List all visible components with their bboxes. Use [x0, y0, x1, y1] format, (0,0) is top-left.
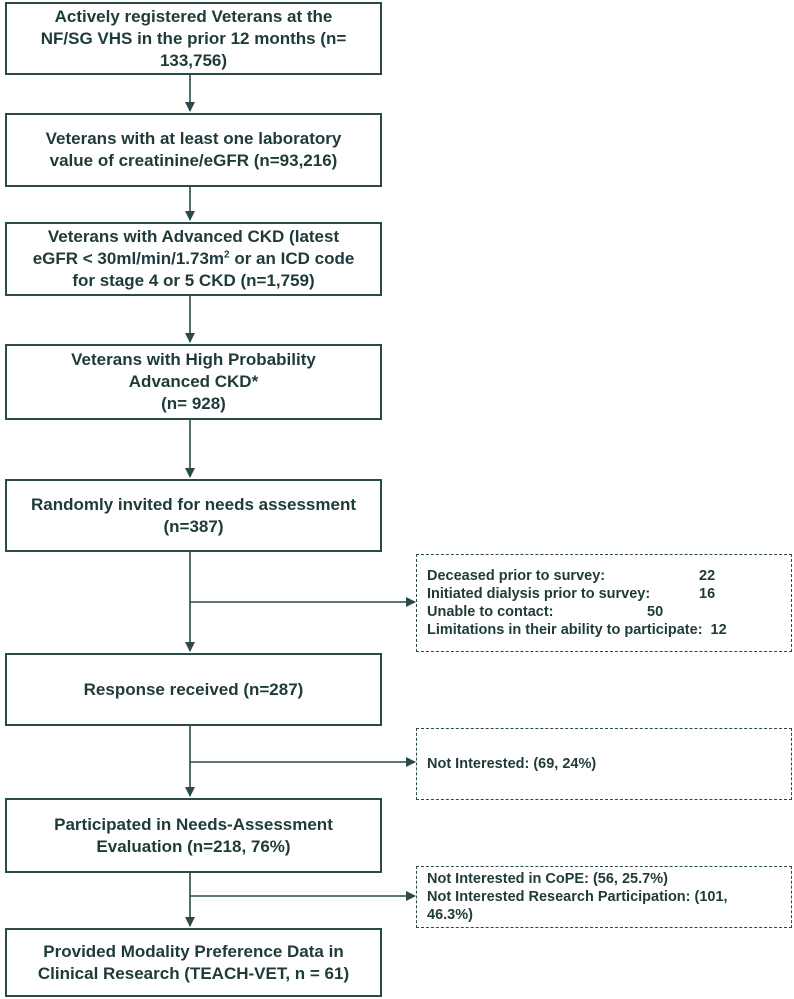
box-registered-line2: NF/SG VHS in the prior 12 months (n=	[40, 28, 347, 48]
box-registered-line1: Actively registered Veterans at the	[54, 6, 333, 26]
exclusion-row-unable: Unable to contact: 50	[427, 603, 781, 621]
box-registered-line3: 133,756)	[159, 50, 228, 70]
box-response-line1: Response received (n=287)	[83, 679, 304, 699]
exclusion-label: Limitations in their ability to particip…	[427, 622, 703, 638]
exclusion-label: Deceased prior to survey:	[427, 568, 606, 584]
exclusion-row-limitations: Limitations in their ability to particip…	[427, 621, 781, 639]
box-ckd-superscript: 2	[224, 249, 230, 261]
box-ckd-line3: for stage 4 or 5 CKD (n=1,759)	[72, 271, 315, 290]
exclusion-label: Unable to contact:	[427, 604, 554, 620]
box-ckd-line2: eGFR < 30ml/min/1.73m2 or an ICD code	[33, 248, 355, 270]
exclusion-not-interested-research-cont: 46.3%)	[427, 907, 473, 923]
exclusion-box-1: Deceased prior to survey: 22 Initiated d…	[416, 554, 792, 652]
exclusion-value: 50	[647, 604, 664, 620]
box-highprob-line2: Advanced CKD*	[128, 372, 259, 391]
box-response-received: Response received (n=287)	[5, 653, 382, 726]
exclusion-value: 16	[699, 586, 716, 602]
box-advanced-ckd: Veterans with Advanced CKD (latest eGFR …	[5, 222, 382, 296]
box-registered-veterans: Actively registered Veterans at the NF/S…	[5, 2, 382, 75]
box-invited-line1: Randomly invited for needs assessment	[31, 494, 356, 514]
box-randomly-invited: Randomly invited for needs assessment (n…	[5, 479, 382, 552]
box-participated: Participated in Needs-Assessment Evaluat…	[5, 798, 382, 873]
exclusion-row-deceased: Deceased prior to survey: 22	[427, 567, 781, 585]
box-provided-line2: Clinical Research (TEACH-VET, n = 61)	[37, 963, 350, 983]
exclusion-not-interested-research: Not Interested Research Participation: (…	[427, 889, 728, 905]
box-participated-line1: Participated in Needs-Assessment	[54, 814, 333, 834]
box-provided-data: Provided Modality Preference Data in Cli…	[5, 928, 382, 997]
exclusion-box-3: Not Interested in CoPE: (56, 25.7%) Not …	[416, 866, 792, 928]
box-lab-value: Veterans with at least one laboratory va…	[5, 113, 382, 187]
box-ckd-line2b: or an ICD code	[229, 249, 355, 268]
exclusion-label: Initiated dialysis prior to survey:	[427, 586, 651, 602]
box-highprob-line3: (n= 928)	[161, 394, 226, 413]
box-lab-line1: Veterans with at least one laboratory	[45, 129, 342, 148]
box-ckd-line1: Veterans with Advanced CKD (latest	[47, 227, 340, 246]
box-high-probability: Veterans with High Probability Advanced …	[5, 344, 382, 420]
box-ckd-line2a: eGFR < 30ml/min/1.73m	[32, 249, 225, 268]
exclusion-box-2: Not Interested: (69, 24%)	[416, 728, 792, 800]
box-highprob-line1: Veterans with High Probability	[71, 350, 316, 369]
exclusion-row-dialysis: Initiated dialysis prior to survey: 16	[427, 585, 781, 603]
exclusion-value: 12	[710, 622, 727, 638]
box-participated-line2: Evaluation (n=218, 76%)	[96, 836, 291, 856]
box-lab-line2: value of creatinine/eGFR (n=93,216)	[49, 151, 338, 170]
exclusion-not-interested-cope: Not Interested in CoPE: (56, 25.7%)	[427, 871, 668, 887]
exclusion-value: 22	[699, 568, 716, 584]
box-invited-line2: (n=387)	[163, 516, 224, 536]
exclusion-not-interested: Not Interested: (69, 24%)	[427, 756, 597, 772]
box-provided-line1: Provided Modality Preference Data in	[43, 941, 344, 961]
